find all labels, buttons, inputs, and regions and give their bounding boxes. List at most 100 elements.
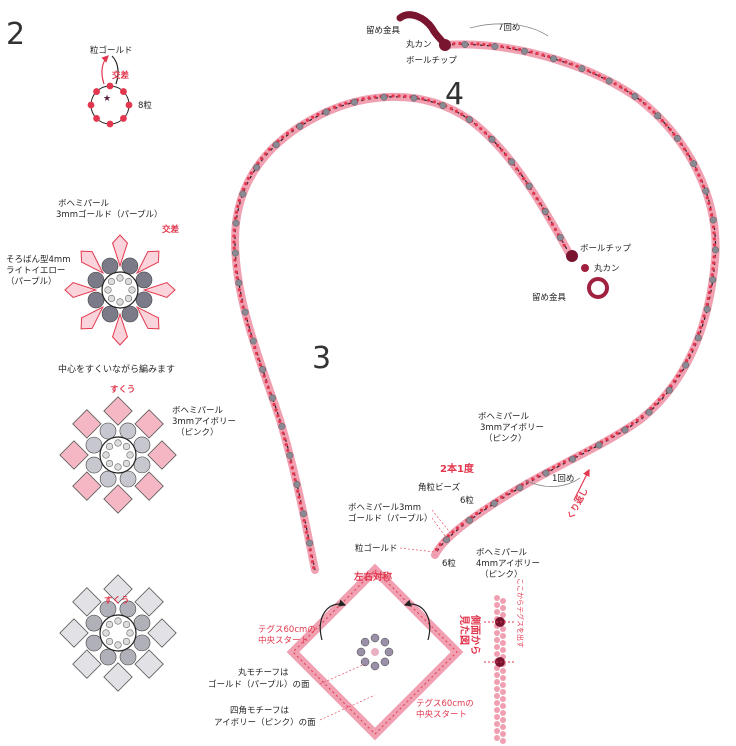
seed-bead	[494, 686, 500, 692]
pearl-bead	[239, 190, 247, 198]
label-ivory4-1: ボヘミパール	[476, 548, 528, 558]
pearl-bead	[508, 158, 516, 166]
seed-bead	[421, 97, 425, 101]
seed-bead	[712, 261, 716, 265]
round-arc-top	[469, 23, 549, 37]
pearl-bead	[235, 279, 243, 287]
label-round1: 1回め	[552, 474, 574, 484]
seed-bead	[500, 598, 506, 604]
label-six-a: 6粒	[460, 495, 474, 506]
seed-bead	[241, 305, 245, 309]
label-round-face1: 丸モチーフは	[238, 667, 289, 678]
seed-bead	[361, 97, 365, 101]
seed-bead	[569, 62, 574, 66]
seed-bead	[697, 331, 701, 335]
seed-bead	[274, 408, 278, 412]
label-balltip-right: ボールチップ	[580, 244, 632, 254]
seed-bead	[284, 443, 288, 447]
seed-bead	[504, 153, 508, 157]
label-clasp-right: 留め金具	[532, 292, 567, 303]
seed-bead	[494, 644, 500, 650]
thread-loop	[99, 436, 137, 474]
pearl-bead	[542, 469, 550, 477]
pearl-bead	[85, 634, 103, 652]
seed-bead	[303, 524, 307, 529]
seed-bead	[661, 393, 665, 397]
seed-bead	[268, 391, 272, 395]
center-bead	[128, 286, 136, 294]
center-bead	[105, 442, 114, 451]
pearl-bead	[119, 422, 137, 440]
label-big-cross: 交差	[162, 224, 180, 235]
label-big-pearl1: ボヘミパール	[58, 199, 110, 209]
seed-bead	[532, 191, 536, 196]
step-number-3: 3	[312, 341, 331, 376]
seed-bead	[397, 94, 401, 98]
thread-loop	[99, 614, 137, 652]
seed-bead	[500, 633, 506, 639]
thread-arrow-right	[403, 599, 431, 641]
seed-bead	[237, 198, 241, 203]
label-small-top: 粒ゴールド	[90, 45, 133, 56]
seed-bead	[592, 71, 596, 75]
seed-bead	[711, 225, 716, 229]
seed-bead	[676, 374, 680, 378]
label-symmetric: 左右対称	[353, 571, 393, 583]
motif-big	[64, 234, 176, 346]
square-petal	[103, 662, 133, 692]
center-bead	[102, 451, 110, 459]
square-petal	[134, 587, 164, 617]
seed-bead	[272, 402, 276, 407]
center-bead	[104, 286, 112, 294]
seed-bead	[460, 522, 464, 526]
square-petal	[147, 618, 177, 648]
seed-bead	[709, 213, 714, 217]
seed-bead	[500, 640, 506, 646]
center-bead	[107, 294, 116, 303]
seed-bead	[494, 700, 500, 706]
petal	[64, 281, 98, 299]
seed-bead	[505, 492, 509, 496]
petal	[135, 250, 160, 275]
seed-bead	[705, 196, 709, 200]
seed-bead	[660, 118, 664, 123]
seed-bead	[562, 243, 566, 247]
seed-bead	[455, 526, 460, 530]
center-bead	[105, 620, 114, 629]
seed-bead	[403, 94, 407, 98]
square-petal	[103, 574, 133, 604]
label-big-caption: 中心をすくいながら編みます	[58, 363, 175, 375]
seed-bead	[699, 179, 703, 183]
seed-bead	[283, 437, 287, 441]
seed-bead	[647, 106, 652, 110]
seed-bead	[312, 565, 316, 570]
square-petal	[59, 618, 89, 648]
seed-bead	[535, 51, 539, 56]
seed-bead	[500, 148, 504, 152]
seed-bead	[640, 414, 644, 419]
seed-bead	[302, 518, 306, 523]
pearl-bead	[665, 386, 673, 394]
seed-bead	[522, 176, 526, 181]
pearl-bead	[621, 426, 629, 434]
pearl-bead	[306, 539, 314, 547]
label-gold3-1: ボヘミパール3mm	[348, 503, 421, 513]
seed-bead	[550, 222, 555, 226]
label-fourth-scoop: すくう	[104, 596, 129, 606]
seed-bead	[427, 98, 431, 102]
seed-bead	[710, 273, 714, 277]
seed-bead	[657, 398, 661, 402]
seed-bead	[701, 184, 706, 188]
pearl-bead	[121, 257, 139, 275]
label-square-face2: アイボリー（ピンク）の面	[214, 717, 316, 728]
label-third-pearl1: ボヘミパール	[172, 406, 224, 416]
square-motif	[286, 563, 464, 741]
pearl-bead	[525, 182, 533, 190]
pearl-bead	[631, 92, 639, 100]
seed-bead	[535, 196, 539, 201]
label-square-bead: 角粒ビーズ	[418, 482, 461, 493]
pearl-bead	[443, 536, 451, 544]
seed-bead	[707, 201, 711, 205]
petal	[142, 281, 176, 299]
seed-bead	[702, 314, 706, 318]
